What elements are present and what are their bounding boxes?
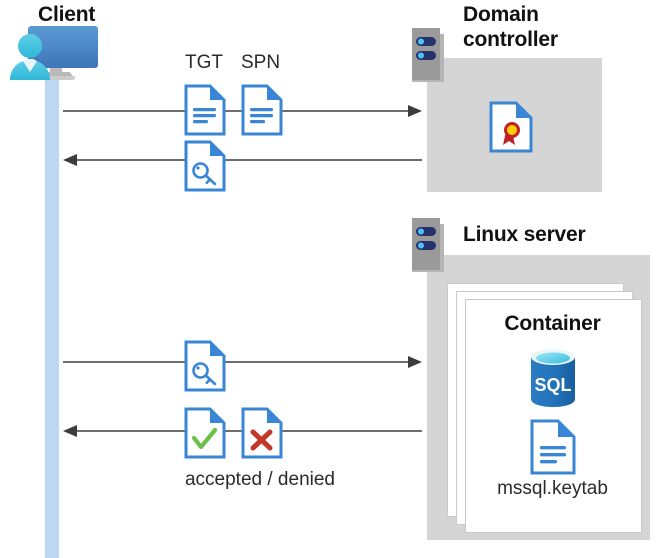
client-timeline-bar bbox=[45, 72, 59, 558]
svg-text:SQL: SQL bbox=[534, 375, 571, 395]
linux-server-title: Linux server bbox=[463, 223, 586, 246]
service-ticket-key-icon bbox=[184, 140, 226, 192]
accepted-denied-label: accepted / denied bbox=[184, 469, 335, 490]
keytab-document-icon bbox=[530, 419, 576, 475]
denied-cross-document-icon bbox=[241, 407, 283, 459]
certificate-document-icon bbox=[489, 101, 533, 153]
domain-controller-title-line2: controller bbox=[463, 28, 558, 51]
client-icon bbox=[6, 24, 106, 86]
arrow-client-to-dc bbox=[60, 104, 425, 118]
service-ticket-key-icon-2 bbox=[184, 340, 226, 392]
server-rack-icon-domain-controller bbox=[410, 26, 446, 82]
client-title: Client bbox=[38, 3, 96, 26]
tgt-label: TGT bbox=[185, 52, 223, 73]
server-rack-icon-linux-server bbox=[410, 216, 446, 272]
tgt-document-icon bbox=[184, 84, 226, 136]
domain-controller-title-line1: Domain bbox=[463, 3, 539, 26]
sql-database-icon: SQL bbox=[525, 347, 581, 409]
container-card-front bbox=[465, 299, 642, 533]
container-title: Container bbox=[504, 312, 601, 335]
keytab-file-label: mssql.keytab bbox=[497, 478, 608, 499]
spn-document-icon bbox=[241, 84, 283, 136]
arrow-dc-to-client bbox=[60, 153, 425, 167]
spn-label: SPN bbox=[241, 52, 281, 73]
domain-controller-title: Domain controller bbox=[463, 2, 653, 52]
arrow-client-to-linux bbox=[60, 355, 425, 369]
accepted-check-document-icon bbox=[184, 407, 226, 459]
